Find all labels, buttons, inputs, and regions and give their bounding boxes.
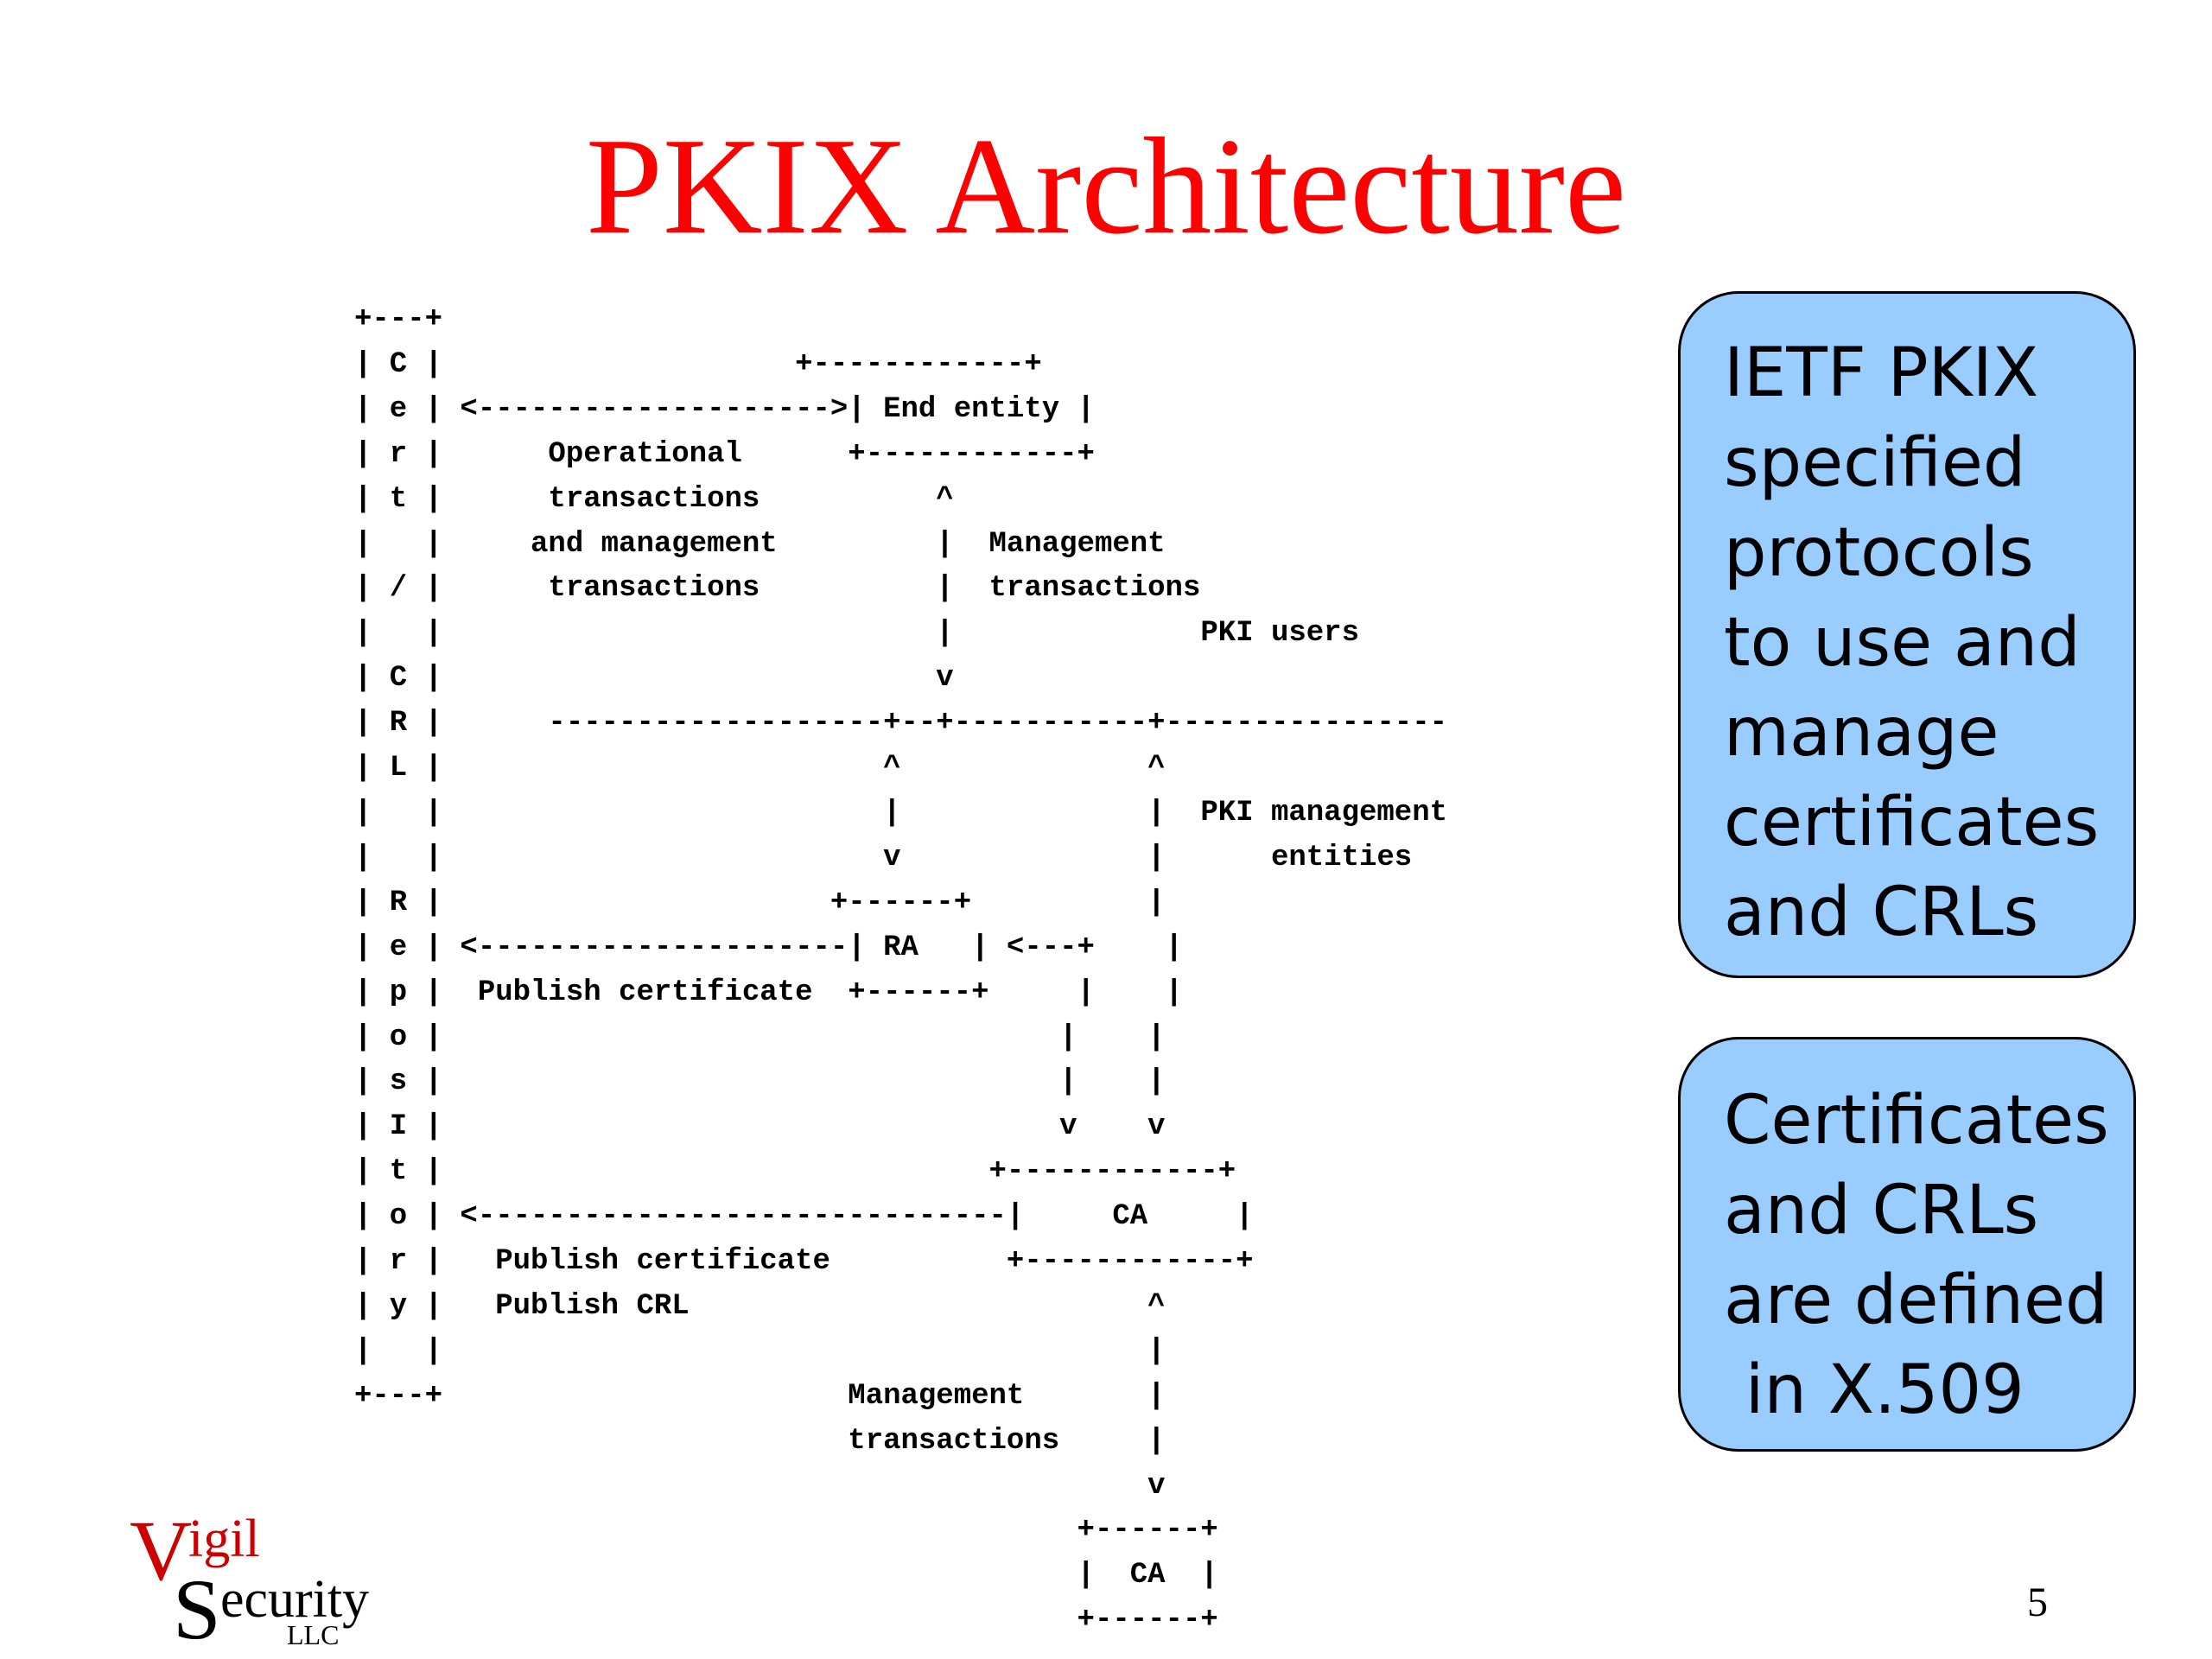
logo-igil: igil — [188, 1510, 260, 1568]
page-number: 5 — [2027, 1580, 2048, 1625]
slide-title: PKIX Architecture — [585, 109, 1627, 263]
vigil-security-logo: V igil S ecurity LLC — [130, 1508, 389, 1655]
pkix-architecture-diagram: +---+ | C | +------------+ | e | <------… — [354, 303, 1448, 1637]
logo-letter-v: V — [130, 1503, 193, 1599]
logo-ecurity: ecurity — [220, 1570, 370, 1629]
logo-letter-s: S — [173, 1561, 221, 1657]
callout-ietf-pkix: IETF PKIX specified protocols to use and… — [1678, 291, 2136, 978]
logo-llc: LLC — [287, 1619, 340, 1650]
callout-x509: Certificates and CRLs are defined in X.5… — [1678, 1037, 2136, 1452]
